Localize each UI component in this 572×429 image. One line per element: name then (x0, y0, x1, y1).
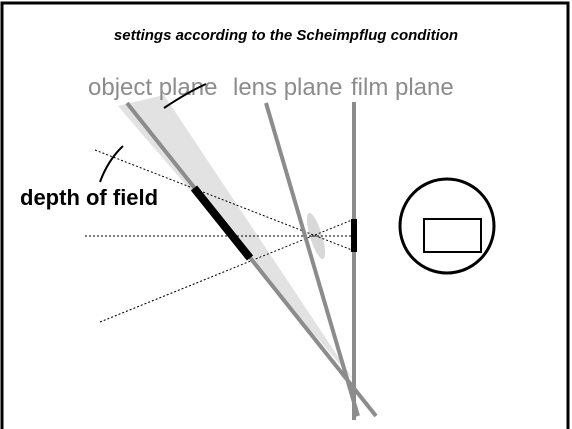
depth-of-field-label: depth of field (20, 185, 158, 210)
object-plane-label: object plane (88, 74, 217, 101)
viewfinder-frame (423, 218, 482, 253)
object-plane-leader (163, 83, 207, 109)
film-plane-label: film plane (351, 74, 454, 101)
ray-top (94, 149, 353, 251)
object-plane-line (125, 101, 378, 418)
diagram-title: settings according to the Scheimpflug co… (114, 27, 458, 44)
in-focus-segment (190, 185, 254, 261)
depth-of-field-leader (99, 145, 124, 183)
lens-plane-label: lens plane (233, 74, 342, 101)
ray-bottom (99, 219, 353, 323)
lens-plane-line (264, 102, 360, 417)
